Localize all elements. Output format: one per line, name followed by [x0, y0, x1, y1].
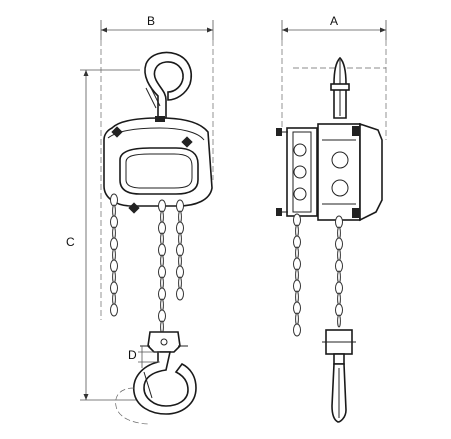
dimension-d-label: D: [128, 348, 137, 362]
load-chain-link: [178, 210, 182, 224]
load-chain-link: [335, 259, 343, 273]
side-bottom-hook: [331, 363, 347, 423]
hand-chain-link: [293, 213, 301, 227]
dimension-c: C: [66, 69, 150, 401]
hand-chain-link: [293, 279, 301, 293]
hoist-body: [103, 116, 213, 214]
hand-chain-link: [110, 193, 118, 207]
load-chain-link: [176, 199, 184, 213]
dimension-a-label: A: [330, 14, 338, 28]
hand-chain-link: [295, 312, 299, 326]
side-top-hook: [330, 56, 350, 119]
hand-chain-link: [295, 268, 299, 282]
bolt-icon: [276, 128, 282, 136]
dimension-a: A: [281, 14, 387, 40]
load-chain-link: [158, 221, 166, 235]
load-chain-link: [337, 226, 341, 240]
front-chains: [110, 193, 184, 334]
side-chains: [293, 213, 343, 337]
hand-chain-link: [112, 270, 116, 284]
side-view: A: [276, 14, 387, 423]
load-chain-link: [178, 254, 182, 268]
hand-chain-link: [110, 303, 118, 317]
front-view: B C: [66, 14, 214, 425]
load-chain-link: [176, 265, 184, 279]
hand-chain-link: [110, 215, 118, 229]
load-chain-link: [335, 237, 343, 251]
hand-chain-link: [295, 290, 299, 304]
hand-chain-link: [112, 248, 116, 262]
load-chain-link: [337, 292, 341, 306]
hand-chain-link: [293, 323, 301, 337]
hand-chain-link: [112, 226, 116, 240]
hand-chain-link: [295, 246, 299, 260]
load-chain-link: [176, 287, 184, 301]
load-chain-link: [158, 265, 166, 279]
load-chain-link: [160, 254, 164, 268]
bolt-icon: [181, 136, 193, 148]
load-chain-link: [337, 248, 341, 262]
load-chain-link: [160, 276, 164, 290]
dimension-c-label: C: [66, 235, 75, 249]
top-hook: [144, 51, 192, 119]
dimension-d: D: [128, 346, 160, 368]
bolt-icon: [352, 126, 360, 136]
load-chain-link: [337, 270, 341, 284]
dimension-b-label: B: [147, 14, 155, 28]
hand-chain-link: [112, 292, 116, 306]
bottom-block: [140, 331, 188, 353]
side-housing: [276, 122, 383, 222]
hand-chain-link: [293, 301, 301, 315]
load-chain-link: [335, 281, 343, 295]
load-chain-link: [158, 199, 166, 213]
hand-chain-link: [110, 237, 118, 251]
load-chain-link: [176, 243, 184, 257]
bolt-icon: [155, 116, 165, 122]
load-chain-link: [158, 287, 166, 301]
load-chain-link: [178, 232, 182, 246]
load-chain-link: [160, 210, 164, 224]
load-chain-link: [178, 276, 182, 290]
bolt-icon: [352, 208, 360, 218]
bolt-icon: [276, 208, 282, 216]
hand-chain-link: [110, 259, 118, 273]
load-chain-link: [335, 303, 343, 317]
load-chain-link: [158, 243, 166, 257]
load-chain-link: [160, 232, 164, 246]
dimension-b: B: [100, 14, 214, 40]
side-bottom-block: [322, 329, 356, 365]
load-chain-link: [335, 215, 343, 229]
load-chain-link: [160, 298, 164, 312]
load-chain-link: [337, 314, 341, 328]
hand-chain-link: [110, 281, 118, 295]
hand-chain-link: [293, 235, 301, 249]
bottom-hook: [115, 351, 197, 425]
load-chain-link: [158, 309, 166, 323]
hand-chain-link: [112, 204, 116, 218]
bolt-icon: [128, 202, 140, 214]
hand-chain-link: [293, 257, 301, 271]
hand-chain-link: [295, 224, 299, 238]
load-chain-link: [176, 221, 184, 235]
